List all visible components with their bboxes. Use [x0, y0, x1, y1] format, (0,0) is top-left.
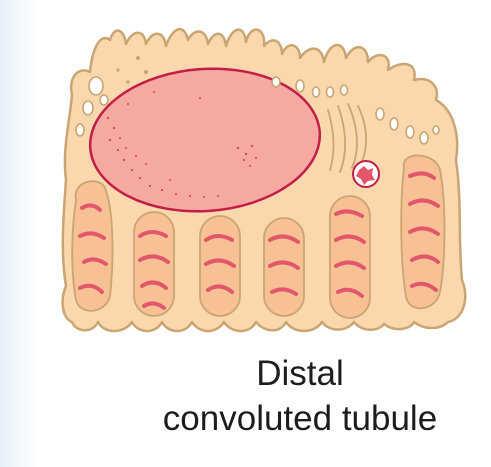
distal-convoluted-tubule-cell-illustration — [0, 0, 491, 350]
mitochondrion-1 — [72, 181, 112, 311]
caption-line-2: convoluted tubule — [150, 397, 450, 441]
caption-line-1: Distal — [150, 352, 450, 396]
